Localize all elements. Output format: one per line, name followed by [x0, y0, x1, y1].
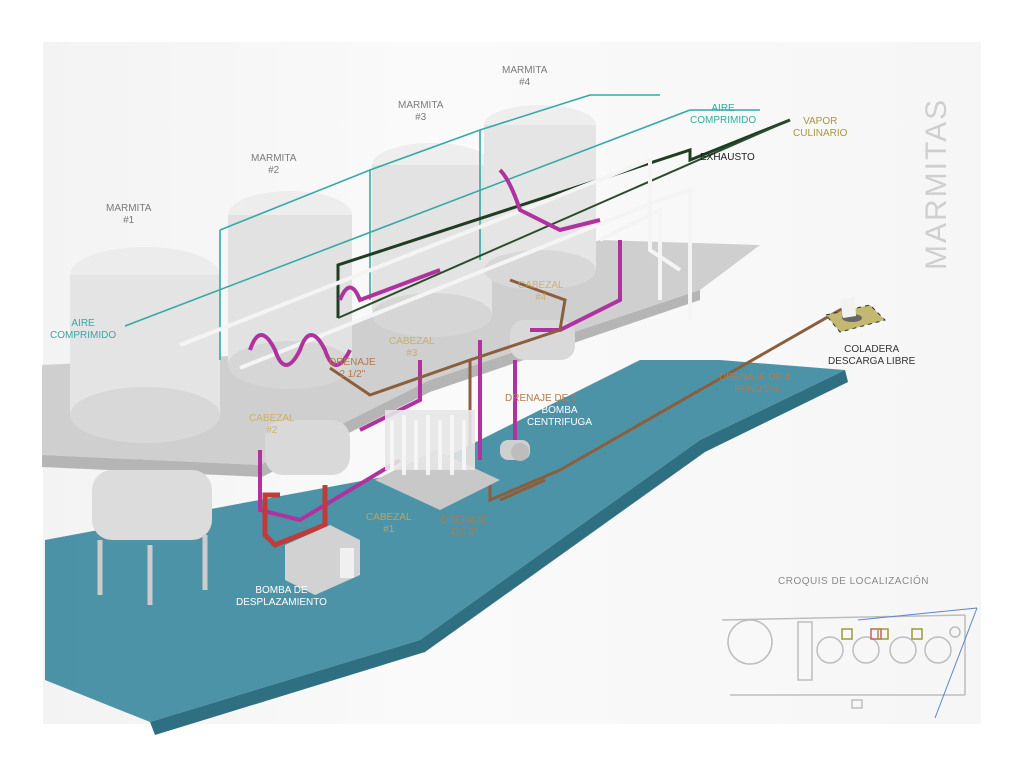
floor-slab	[45, 360, 845, 722]
centrifugal-pump-label: BOMBA CENTRIFUGA	[527, 405, 592, 428]
platform-edge	[42, 290, 700, 477]
air-line1: AIRE	[711, 103, 735, 114]
grate-line1: COLADERA	[844, 344, 900, 355]
kettle-2-label: MARMITA #2	[251, 153, 296, 176]
drain-line2: PEND 2%	[734, 383, 780, 395]
pump-suction-pipe	[262, 485, 328, 548]
centrifugal-pump	[500, 440, 530, 461]
drain-3-upper-label: DRENAJE DE 3"	[505, 393, 581, 404]
header-label-text: CABEZAL	[389, 336, 435, 347]
drain-2-5-label: DRENAJE 2 1/2"	[329, 357, 376, 380]
header-label-text: CABEZAL	[366, 512, 412, 523]
kettle-3-label: MARMITA #3	[398, 100, 443, 123]
location-sketch-title: CROQUIS DE LOCALIZACIÓN	[778, 576, 929, 587]
pump-line1: BOMBA DE	[255, 585, 308, 596]
pump-line2: DESPLAZAMIENTO	[236, 596, 327, 608]
exhaust-label: EXHAUSTO	[700, 152, 755, 163]
platform	[42, 240, 760, 465]
drain-line1: DRENAJE	[329, 357, 376, 368]
drain-grate-label: COLADERA DESCARGA LIBRE	[828, 344, 915, 367]
header-number: #4	[535, 291, 547, 303]
kettle-1	[70, 247, 220, 605]
steam-line	[337, 119, 791, 319]
compressed-air-label-left: AIRE COMPRIMIDO	[50, 318, 116, 341]
grate-line2: DESCARGA LIBRE	[828, 355, 916, 367]
kettle-label-text: MARMITA	[106, 203, 152, 214]
drain-grate	[825, 296, 886, 333]
kettle-label-text: MARMITA	[502, 65, 548, 76]
location-sketch-markers	[841, 628, 923, 640]
header-number: #3	[406, 347, 418, 359]
kettle-number: #2	[268, 164, 280, 176]
pump-line2: CENTRIFUGA	[527, 416, 592, 428]
drain-line1: DRENAJE DE 4"	[719, 372, 795, 383]
drain-line2: 2 1/2"	[339, 368, 366, 380]
kettle-number: #4	[519, 76, 531, 88]
air-line2: COMPRIMIDO	[690, 114, 757, 126]
header-label-text: CABEZAL	[249, 413, 295, 424]
header-number: #2	[266, 424, 278, 436]
floor-slab-edge	[150, 370, 848, 735]
header-2-label: CABEZAL #2	[249, 413, 295, 436]
header-label-text: CABEZAL	[518, 280, 564, 291]
drain-3-lower-label: DRENAJE DE 3"	[441, 515, 488, 538]
air-line1: AIRE	[71, 318, 95, 329]
drain-line2: DE 3"	[451, 526, 478, 538]
location-sketch-view-cone	[857, 607, 978, 719]
culinary-steam-label: VAPOR CULINARIO	[793, 116, 847, 139]
header-4-label: CABEZAL #4	[518, 280, 564, 303]
header-1-label: CABEZAL #1	[366, 512, 412, 535]
kettle-label-text: MARMITA	[251, 153, 297, 164]
kettle-number: #1	[123, 214, 135, 226]
diagram-title: MARMITAS	[920, 97, 953, 270]
displacement-pump-label: BOMBA DE DESPLAZAMIENTO	[236, 585, 327, 608]
kettle-number: #3	[415, 111, 427, 123]
drain-line1: DRENAJE	[441, 515, 488, 526]
process-pipes	[179, 158, 692, 370]
header-number: #1	[383, 523, 395, 535]
header-3-label: CABEZAL #3	[389, 336, 435, 359]
manifold-header-1	[375, 410, 500, 510]
kettle-1-label: MARMITA #1	[106, 203, 151, 226]
drain-4-label: DRENAJE DE 4" PEND 2%	[719, 372, 794, 395]
product-pipes	[248, 168, 622, 523]
kettle-4-label: MARMITA #4	[502, 65, 547, 88]
kettle-label-text: MARMITA	[398, 100, 444, 111]
pump-line1: BOMBA	[541, 405, 578, 416]
air-line2: COMPRIMIDO	[50, 329, 117, 341]
displacement-pump	[285, 525, 360, 595]
compressed-air-label-right: AIRE COMPRIMIDO	[690, 103, 756, 126]
location-sketch-plan	[721, 614, 966, 709]
steam-line1: VAPOR	[803, 116, 838, 127]
compressed-air-lines	[124, 94, 760, 360]
steam-line2: CULINARIO	[793, 127, 848, 139]
